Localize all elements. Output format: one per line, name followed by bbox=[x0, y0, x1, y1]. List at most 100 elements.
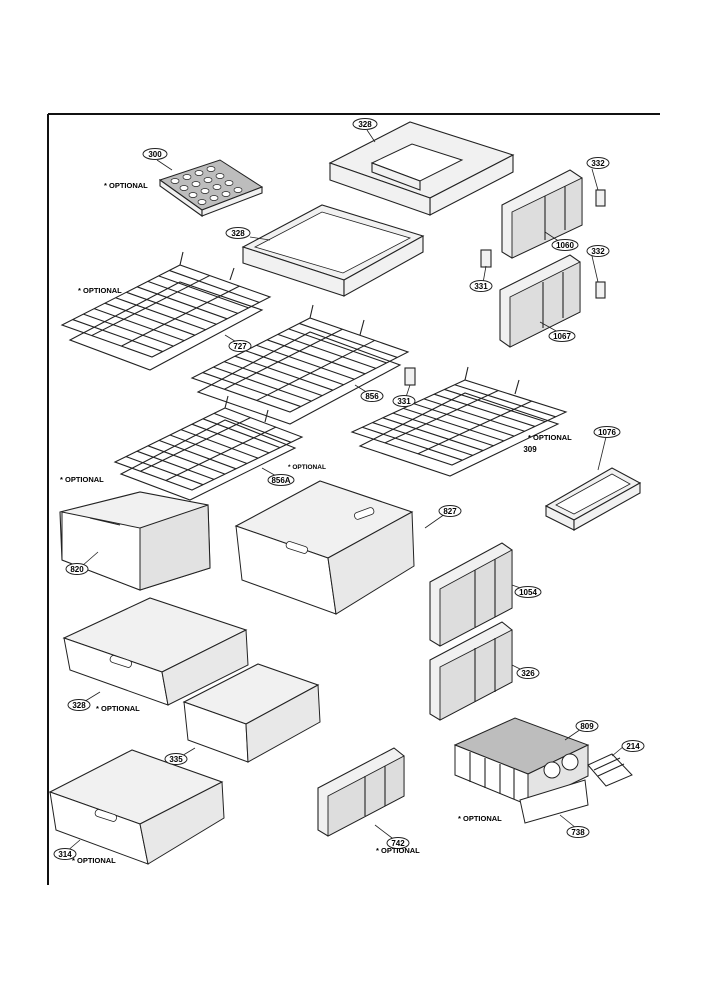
door-bin-1054 bbox=[429, 542, 513, 647]
wire-rod bbox=[299, 322, 398, 358]
callout-1067: 1067 bbox=[548, 330, 576, 342]
svg-text:809: 809 bbox=[580, 722, 594, 731]
callout-328-top: 328 bbox=[352, 118, 378, 130]
wire-brace bbox=[417, 400, 532, 455]
bracket-332-a bbox=[595, 189, 606, 207]
door-bin-742 bbox=[317, 747, 405, 837]
wire-rod bbox=[224, 361, 323, 397]
callout-809: 809 bbox=[575, 720, 599, 732]
wire-rod bbox=[266, 339, 366, 375]
wire-rod bbox=[158, 439, 237, 470]
wire-shelf-727 bbox=[60, 251, 272, 371]
wire-brace bbox=[121, 285, 240, 347]
wire-rod bbox=[454, 384, 556, 418]
optional-label-bin-742: * OPTIONAL bbox=[376, 846, 420, 855]
callout-1060: 1060 bbox=[551, 239, 579, 251]
optional-label-shelf-309: * OPTIONAL bbox=[528, 433, 572, 442]
wire-rod bbox=[213, 412, 292, 443]
wire-rod bbox=[362, 426, 463, 461]
svg-text:328: 328 bbox=[231, 229, 245, 238]
wire-brace bbox=[165, 426, 277, 481]
wire-shelf-856a bbox=[113, 395, 304, 501]
shelf-tray-328 bbox=[241, 204, 425, 297]
wire-rod bbox=[136, 450, 215, 480]
callout-820: 820 bbox=[65, 563, 89, 575]
wire-rod bbox=[382, 417, 484, 452]
wire-rod bbox=[392, 412, 494, 447]
svg-text:331: 331 bbox=[397, 397, 411, 406]
callout-335: 335 bbox=[164, 753, 188, 765]
wire-rod bbox=[288, 328, 387, 364]
egg-tray-300 bbox=[158, 159, 264, 218]
callout-332-a: 332 bbox=[586, 157, 610, 169]
wire-rod bbox=[72, 319, 163, 353]
wire-shelf-309 bbox=[350, 366, 568, 477]
wire-rod bbox=[202, 418, 281, 449]
bracket-332-b bbox=[595, 281, 606, 299]
svg-text:335: 335 bbox=[169, 755, 183, 764]
callout-1054: 1054 bbox=[514, 586, 542, 598]
wire-brace bbox=[224, 328, 343, 390]
callout-214: 214 bbox=[621, 740, 645, 752]
wire-rod bbox=[169, 269, 260, 303]
wire-rod bbox=[147, 445, 226, 475]
wire-rod bbox=[413, 403, 515, 437]
wire-shelf-856 bbox=[190, 304, 410, 425]
ice-maker-809 bbox=[453, 717, 590, 806]
svg-text:856A: 856A bbox=[271, 476, 290, 485]
ice-tray-214 bbox=[587, 753, 633, 787]
svg-text:300: 300 bbox=[148, 150, 162, 159]
svg-text:820: 820 bbox=[70, 565, 84, 574]
bracket-331-b bbox=[404, 367, 416, 386]
svg-text:328: 328 bbox=[358, 120, 372, 129]
callout-331-a: 331 bbox=[469, 280, 493, 292]
callout-332-b: 332 bbox=[586, 245, 610, 257]
svg-text:332: 332 bbox=[591, 159, 605, 168]
wire-rod bbox=[245, 350, 344, 386]
crisper-drawer-820 bbox=[59, 491, 211, 591]
wire-rod bbox=[202, 372, 301, 408]
optional-label-pan-314: * OPTIONAL bbox=[72, 856, 116, 865]
svg-text:309: 309 bbox=[523, 445, 537, 454]
svg-text:314: 314 bbox=[58, 850, 72, 859]
drawer-827 bbox=[234, 480, 415, 615]
svg-text:326: 326 bbox=[521, 669, 535, 678]
callout-328-pan: 328 bbox=[67, 699, 91, 711]
part-callouts: 300 328 328 332 332 1060 1067 331 331 72… bbox=[53, 118, 645, 860]
svg-text:328: 328 bbox=[72, 701, 86, 710]
svg-text:856: 856 bbox=[365, 392, 379, 401]
wire-rod bbox=[372, 422, 473, 456]
wire-brace bbox=[140, 417, 251, 472]
diagram-frame bbox=[47, 113, 660, 885]
svg-text:214: 214 bbox=[626, 742, 640, 751]
wire-rod bbox=[180, 429, 259, 459]
callout-328-tray: 328 bbox=[225, 227, 251, 239]
optional-labels: * OPTIONAL * OPTIONAL * OPTIONAL * OPTIO… bbox=[60, 181, 572, 865]
callout-727: 727 bbox=[228, 340, 252, 352]
wire-rod bbox=[136, 286, 228, 320]
svg-text:738: 738 bbox=[571, 828, 585, 837]
callout-314: 314 bbox=[53, 848, 77, 860]
wire-rod bbox=[434, 393, 536, 427]
wire-rod bbox=[93, 308, 185, 342]
callout-738: 738 bbox=[566, 826, 590, 838]
pan-314 bbox=[48, 749, 225, 865]
optional-label-ice-maker: * OPTIONAL bbox=[458, 814, 502, 823]
wire-rod bbox=[277, 333, 376, 369]
callout-326: 326 bbox=[516, 667, 540, 679]
svg-text:1067: 1067 bbox=[553, 332, 571, 341]
svg-text:727: 727 bbox=[233, 342, 247, 351]
svg-text:742: 742 bbox=[391, 839, 405, 848]
callout-742: 742 bbox=[386, 837, 410, 849]
door-bin-1060 bbox=[501, 169, 583, 259]
wire-rod bbox=[125, 456, 204, 486]
optional-label-pan-328: * OPTIONAL bbox=[96, 704, 140, 713]
wire-rod bbox=[444, 388, 546, 423]
optional-label-shelf-727: * OPTIONAL bbox=[78, 286, 122, 295]
optional-label-egg-tray: * OPTIONAL bbox=[104, 181, 148, 190]
tray-1076 bbox=[544, 467, 642, 531]
wire-brace bbox=[256, 339, 375, 401]
svg-text:827: 827 bbox=[443, 507, 457, 516]
label-309: 309 bbox=[523, 445, 537, 454]
